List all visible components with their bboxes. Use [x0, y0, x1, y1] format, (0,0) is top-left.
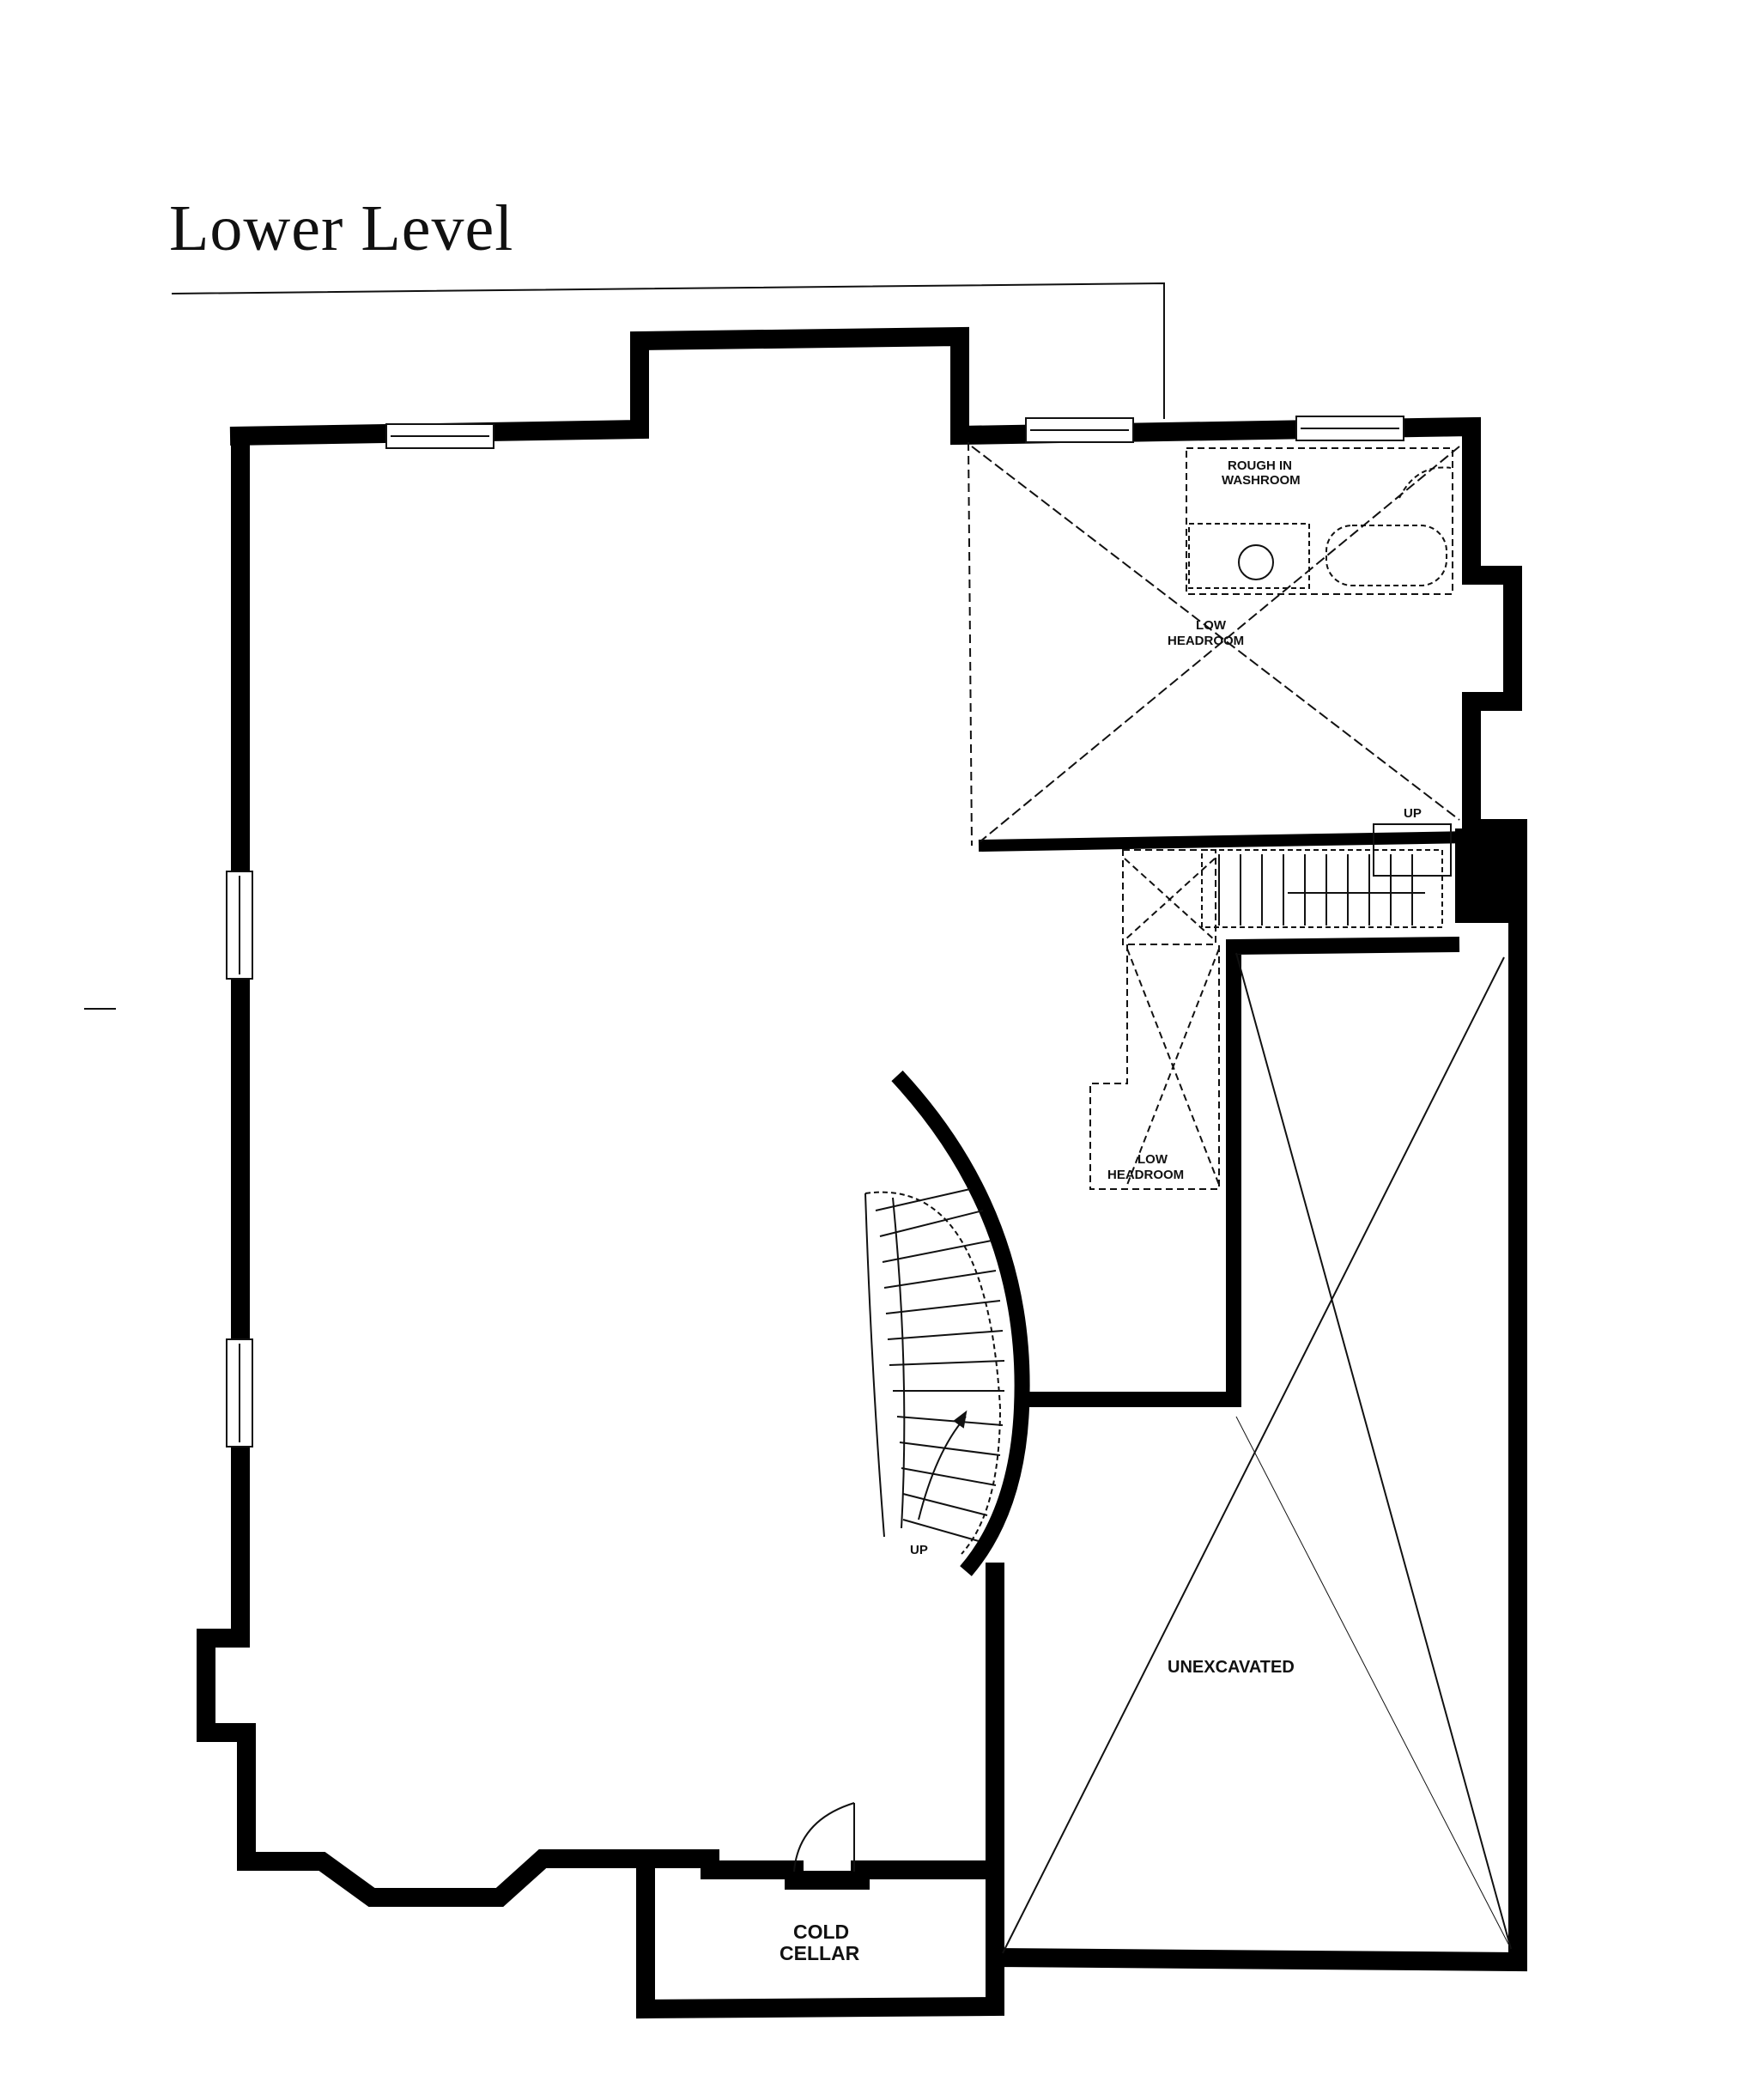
label-low-headroom-top-line2: HEADROOM: [1168, 634, 1244, 648]
label-low-headroom-mid-line1: LOW: [1137, 1152, 1168, 1167]
label-cold-line1: COLD: [793, 1921, 849, 1943]
label-unexcavated: UNEXCAVATED: [1168, 1658, 1295, 1677]
unexcavated-x3: [1235, 1416, 1512, 1950]
label-up-curved: UP: [910, 1543, 928, 1557]
toilet-sink-area: [1188, 523, 1310, 589]
mid-low-headroom: [1089, 849, 1220, 1190]
upper-room-left-dashed: [968, 441, 973, 847]
label-low-headroom-mid-line2: HEADROOM: [1107, 1168, 1184, 1182]
upper-stairs: [1201, 823, 1452, 928]
windows: [226, 416, 1404, 1448]
upper-room-wall: [978, 831, 1472, 852]
unexcavated-wall: [1026, 937, 1460, 1407]
label-rough-in-line1: ROUGH IN: [1228, 458, 1292, 473]
upper-room-x2: [980, 446, 1460, 842]
curved-stair-wall: [891, 1070, 1030, 1576]
label-up-upper: UP: [1404, 806, 1422, 821]
label-low-headroom-top-line1: LOW: [1196, 618, 1227, 633]
shower-door-arc: [1398, 466, 1452, 499]
upper-room-x1: [971, 446, 1460, 821]
plan-title: Lower Level: [169, 192, 514, 264]
label-cold-line2: CELLAR: [780, 1942, 860, 1964]
exterior-wall: [197, 326, 1527, 2019]
toilet-icon: [1238, 544, 1274, 580]
label-rough-in-line2: WASHROOM: [1222, 473, 1301, 488]
unexcavated-x2: [1002, 956, 1505, 1954]
title-underline: [171, 282, 1165, 419]
washroom-outline: [1186, 447, 1453, 595]
unexcavated-x1: [1235, 952, 1512, 1950]
cellar-door: [793, 1802, 855, 1872]
bathtub-icon: [1325, 525, 1447, 586]
upper-stair-post: [1455, 828, 1515, 923]
curved-stairs: [864, 1188, 1005, 1555]
